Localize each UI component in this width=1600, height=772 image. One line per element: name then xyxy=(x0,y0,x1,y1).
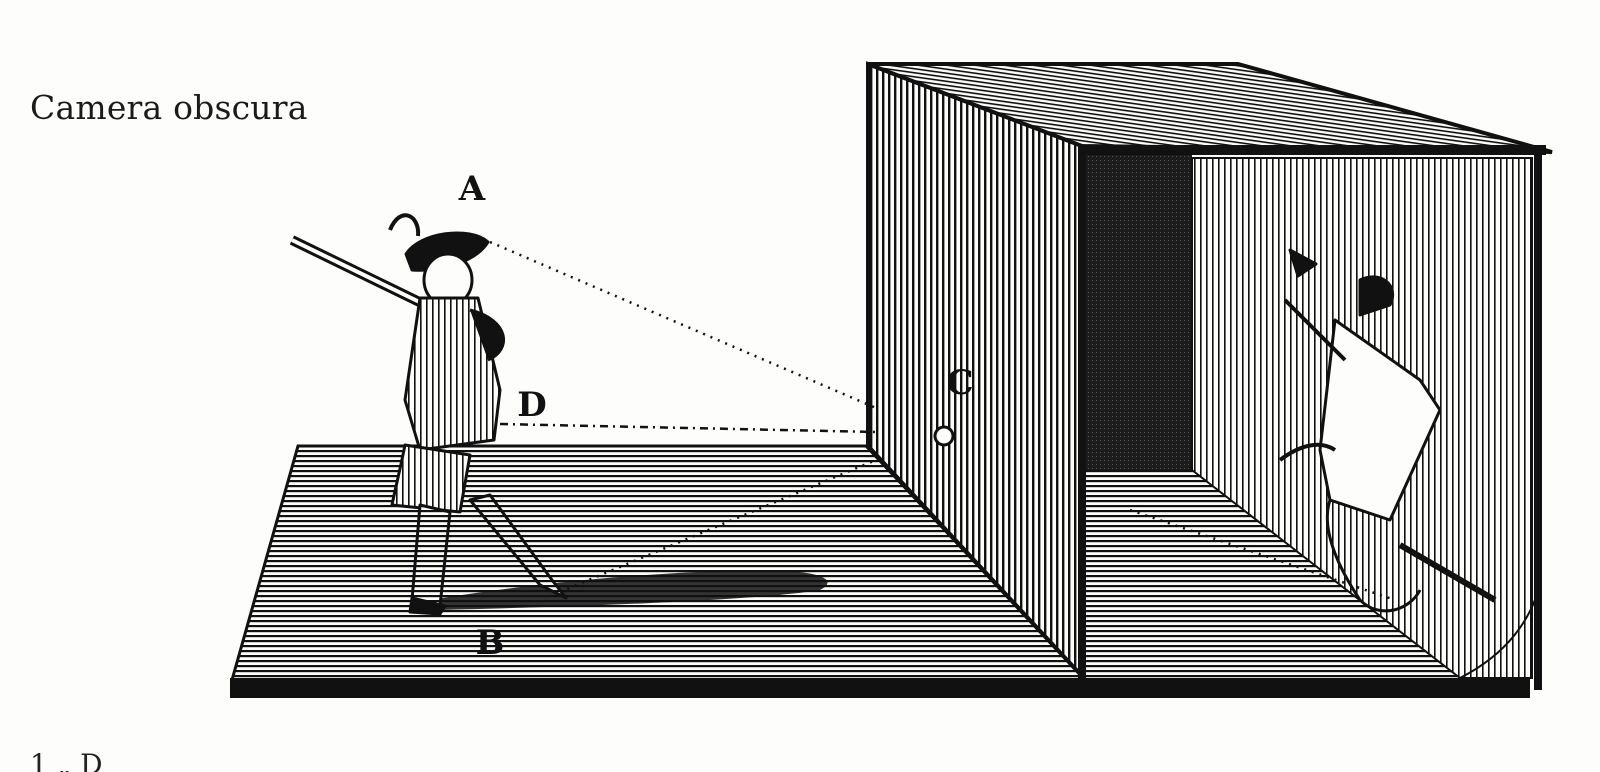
box-interior-shadow xyxy=(1082,150,1192,470)
label-b: B xyxy=(476,623,505,663)
pinhole-aperture xyxy=(933,425,955,447)
label-d: D xyxy=(517,385,546,425)
box-top xyxy=(867,62,1553,154)
box-interior-floor xyxy=(1082,470,1460,678)
figure-caption: Camera obscura xyxy=(30,88,308,127)
inverted-projected-image xyxy=(1278,248,1497,613)
figure-shadow xyxy=(430,570,828,610)
label-a: A xyxy=(458,169,486,209)
observer-figure xyxy=(289,213,568,616)
label-c: C xyxy=(946,363,973,403)
cut-off-footer-text: 1 „ D xyxy=(30,748,103,772)
